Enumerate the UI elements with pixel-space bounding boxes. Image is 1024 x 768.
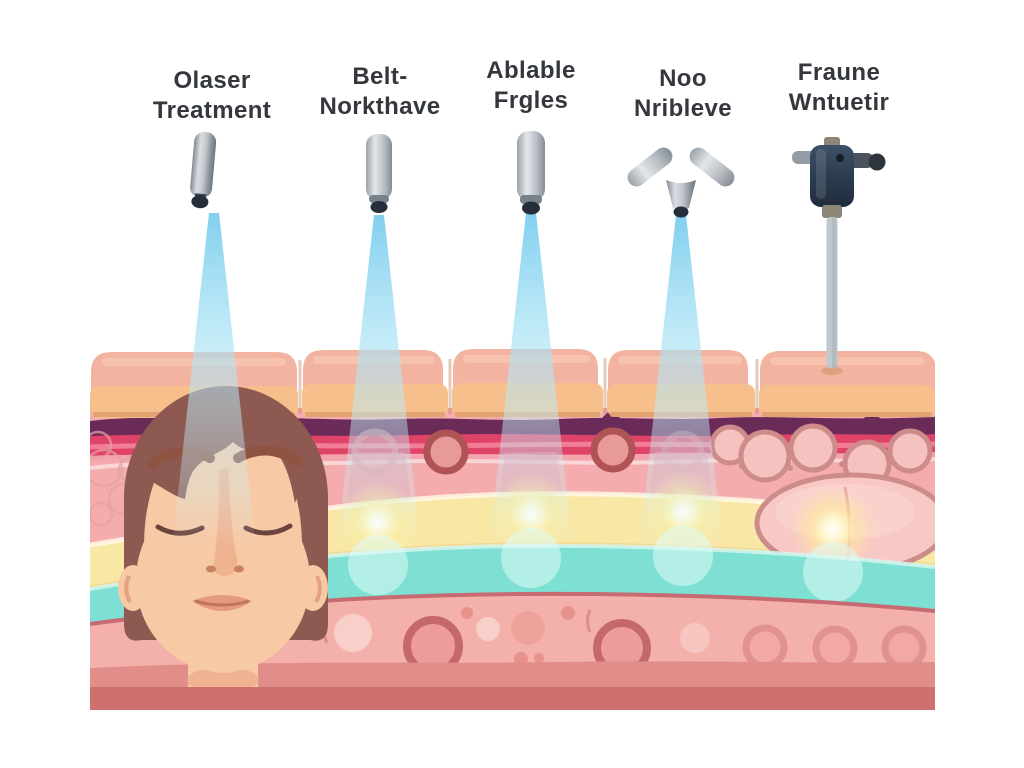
deep-band-front	[90, 687, 935, 710]
hypodermis-cells	[322, 606, 927, 677]
treatment-labels: Olaser Treatment Belt- Norkthave Ablable…	[153, 57, 889, 124]
laser-beam	[337, 215, 421, 548]
treatment-label: Wntuetir	[789, 89, 890, 116]
deep-band-mid	[90, 661, 935, 690]
y-handpiece-icon	[627, 147, 735, 218]
laser-beam	[172, 213, 256, 548]
laser-beam	[489, 213, 573, 548]
probe-entry-shadow	[821, 367, 843, 375]
laser-handpiece-icon	[190, 131, 217, 209]
treatment-label: Ablable	[486, 57, 575, 84]
treatment-devices	[190, 131, 886, 368]
treatment-label: Fraune	[798, 59, 880, 86]
treatment-label: Frgles	[494, 87, 568, 114]
vessel-ring	[590, 427, 636, 473]
laser-handpiece-icon	[366, 134, 392, 213]
laser-beam	[639, 215, 723, 548]
treatment-label: Belt-	[352, 63, 407, 90]
lip-line	[194, 599, 250, 607]
treatment-label: Treatment	[153, 97, 271, 124]
laser-handpiece-icon	[517, 131, 545, 215]
treatment-label: Noo	[659, 65, 707, 92]
chin-shadow	[187, 667, 259, 693]
needle-probe-icon	[792, 137, 886, 368]
vessel-ring	[423, 429, 469, 475]
treatment-label: Nribleve	[634, 95, 732, 122]
laser-beams	[172, 213, 723, 548]
epidermis-segment	[759, 351, 935, 417]
lips	[192, 595, 252, 611]
nostrils	[206, 565, 244, 573]
treatment-label: Norkthave	[320, 93, 441, 120]
segment-seams	[298, 358, 759, 414]
treatment-label: Olaser	[173, 67, 250, 94]
